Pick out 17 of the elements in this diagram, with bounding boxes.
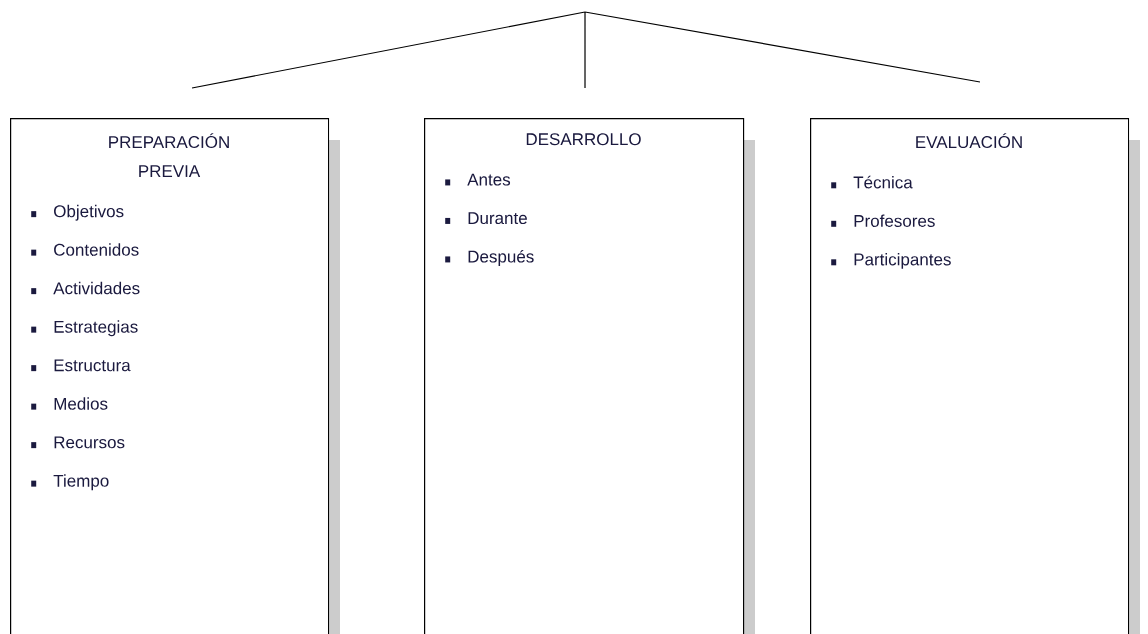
list-item: Profesores xyxy=(831,214,935,227)
box-heading: DESARROLLO xyxy=(526,133,641,146)
list-item: Técnica xyxy=(831,175,913,189)
list-item: Durante xyxy=(445,212,527,225)
list-item: Antes xyxy=(445,173,511,186)
list-item: Contenidos xyxy=(31,243,139,256)
list-item: Tiempo xyxy=(31,474,109,491)
box-heading: EVALUACIÓN xyxy=(916,133,1022,149)
list-item: Participantes xyxy=(831,253,951,269)
list-item: Objetivos xyxy=(31,204,124,221)
list-item: Estructura xyxy=(31,359,131,372)
list-item: Estrategias xyxy=(31,320,138,337)
list-item: Recursos xyxy=(31,436,125,449)
box-heading: PREPARACIÓN PREVIA xyxy=(109,133,229,177)
list-item: Medios xyxy=(31,397,108,410)
list-item: Actividades xyxy=(31,281,140,295)
list-item: Después xyxy=(445,249,534,266)
